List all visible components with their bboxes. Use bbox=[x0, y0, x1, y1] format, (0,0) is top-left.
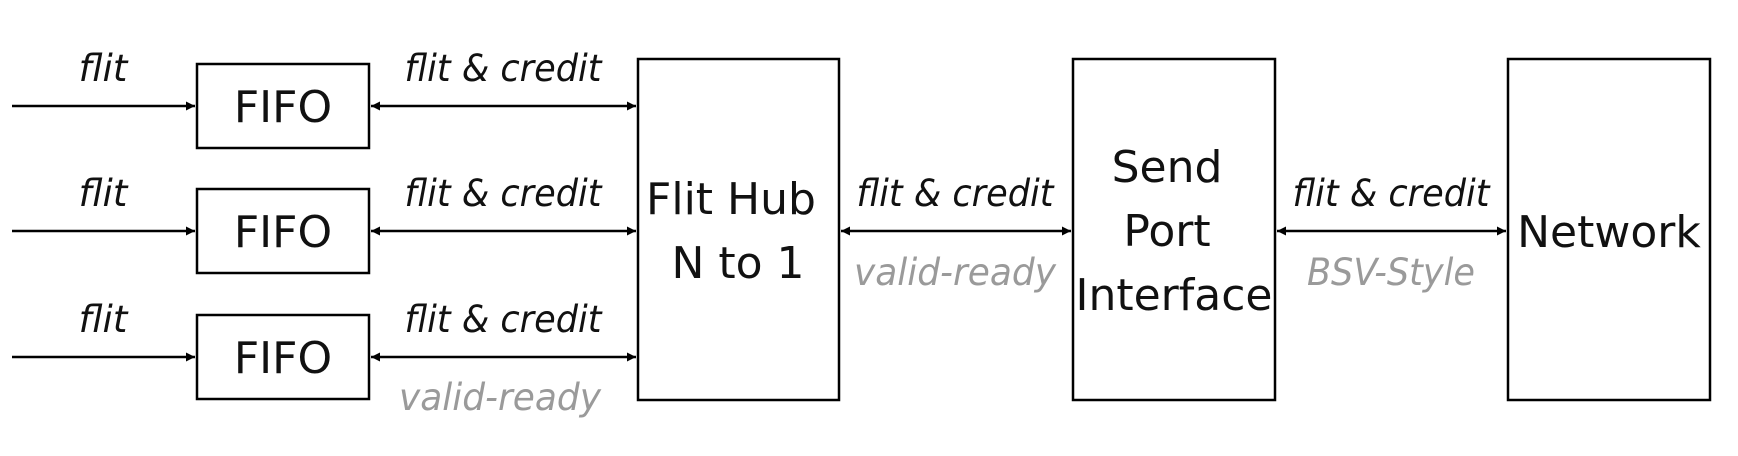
flit-hub-box bbox=[636, 57, 841, 402]
hub-port-protocol-label: valid-ready bbox=[854, 251, 1057, 294]
send-port-label-line-2: Port bbox=[1123, 206, 1210, 257]
network-box bbox=[1506, 57, 1712, 402]
flit-hub-label: Flit Hub N to 1 bbox=[646, 174, 830, 289]
fifo-hub-label-2: flit & credit bbox=[405, 172, 603, 215]
fifo-box-1 bbox=[195, 62, 371, 150]
port-network-label: flit & credit bbox=[1293, 172, 1491, 215]
input-label-2: flit bbox=[79, 172, 129, 215]
input-label-3: flit bbox=[79, 298, 129, 341]
fifo-box-2 bbox=[195, 187, 371, 275]
hub-port-label: flit & credit bbox=[857, 172, 1055, 215]
fifo-label-1: FIFO bbox=[234, 82, 332, 133]
send-port-interface-box bbox=[1071, 57, 1277, 402]
fifo-label-3: FIFO bbox=[234, 333, 332, 384]
send-port-label-line-1: Send bbox=[1112, 142, 1223, 193]
send-port-interface-label: Send Port Interface bbox=[1076, 142, 1273, 321]
fifo-label-2: FIFO bbox=[234, 207, 332, 258]
network-label: Network bbox=[1517, 207, 1701, 258]
flit-hub-label-line-1: Flit Hub bbox=[646, 174, 816, 225]
send-port-label-line-3: Interface bbox=[1076, 270, 1273, 321]
input-label-1: flit bbox=[79, 47, 129, 90]
fifo-hub-label-1: flit & credit bbox=[405, 47, 603, 90]
fifo-box-3 bbox=[195, 313, 371, 401]
fifo-hub-protocol-label: valid-ready bbox=[399, 376, 602, 419]
port-network-protocol-label: BSV-Style bbox=[1307, 251, 1475, 294]
flit-hub-label-line-2: N to 1 bbox=[671, 238, 804, 289]
fifo-hub-label-3: flit & credit bbox=[405, 298, 603, 341]
